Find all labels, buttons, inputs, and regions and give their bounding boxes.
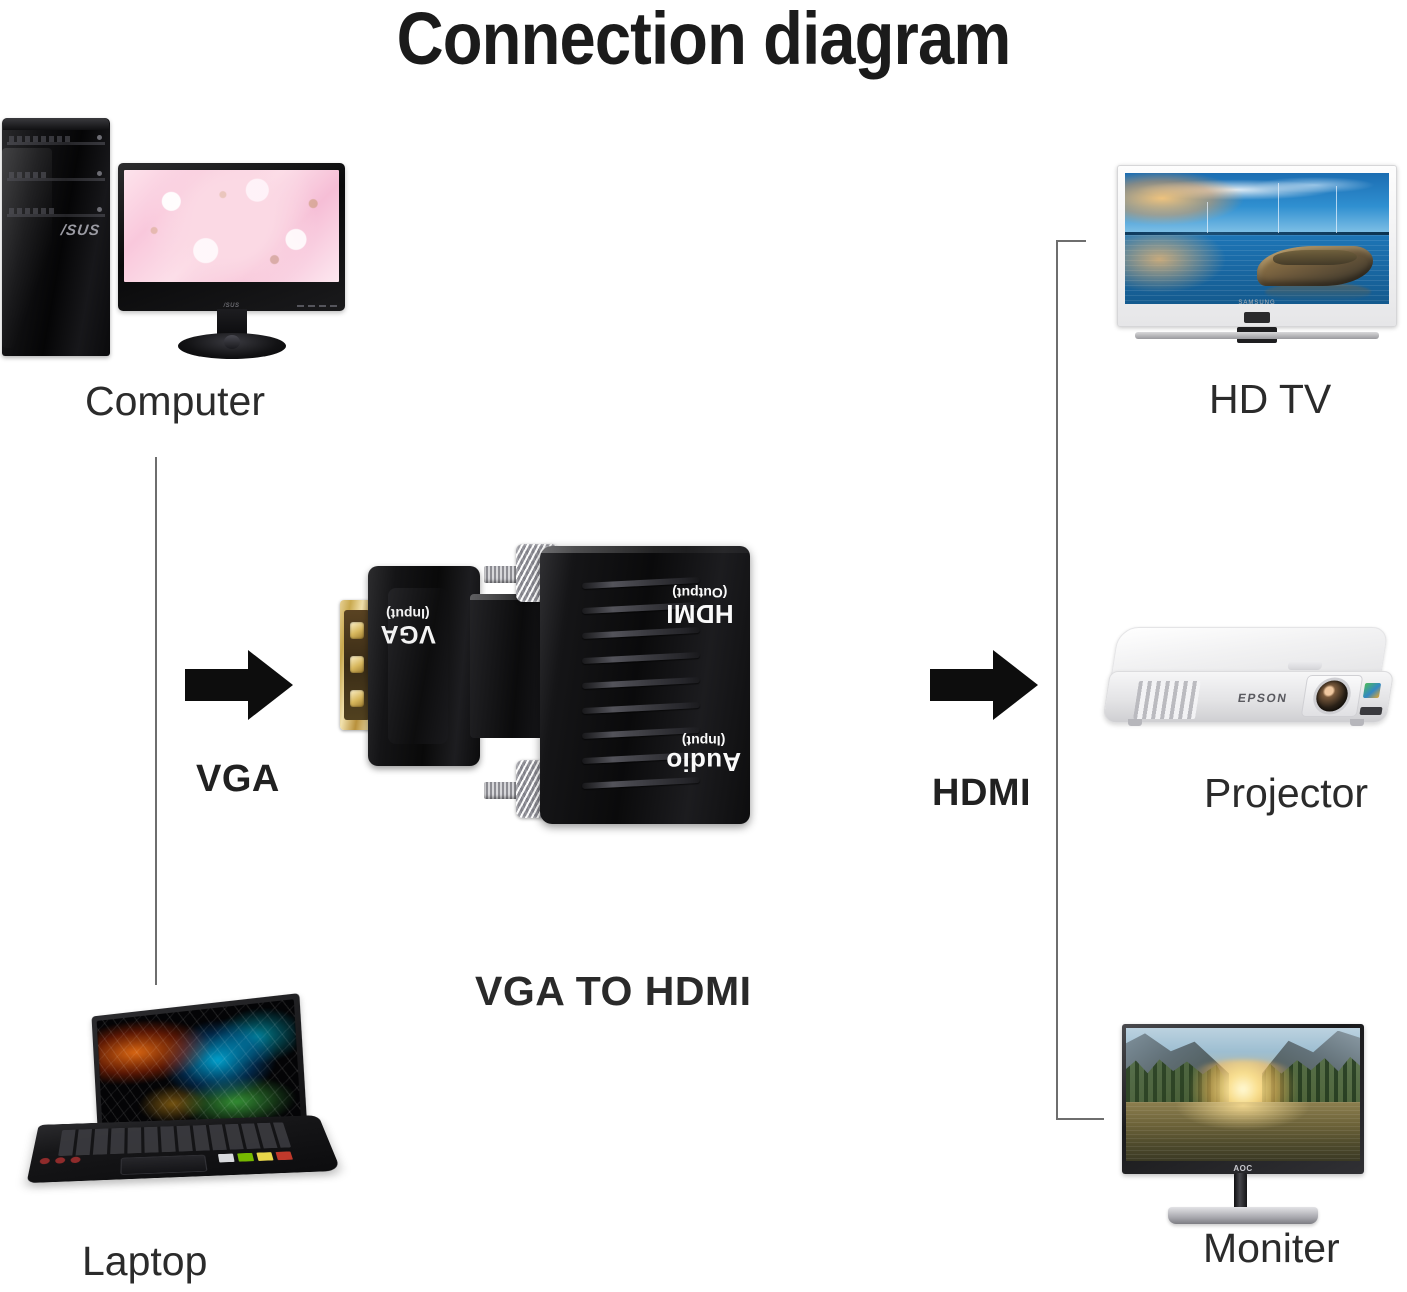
page-title: Connection diagram (396, 0, 1012, 80)
monitor-screen-wallpaper (124, 170, 339, 282)
input-connector-line (155, 457, 157, 985)
arrow-right-icon-vga (185, 650, 293, 720)
projector-label: Projector (1204, 770, 1369, 816)
signal-label-vga: VGA (196, 758, 280, 800)
adapter-caption: VGA TO HDMI (475, 968, 752, 1014)
projector-lens-icon (1300, 675, 1364, 717)
aoc-logo: AOC (1233, 1164, 1253, 1173)
device-hd-tv: SAMSUNG (1117, 165, 1397, 360)
tower-highlight (2, 148, 52, 348)
epson-logo: EPSON (1236, 691, 1289, 705)
projector-vent (1132, 681, 1202, 719)
adapter-vga-housing-inset (388, 588, 448, 744)
adapter-neck (470, 594, 548, 738)
hd-tv-label: HD TV (1209, 376, 1332, 422)
adapter-port-label-hdmi: HDMI (Output) (666, 585, 734, 629)
desktop-tower-icon: /SUS (2, 118, 110, 356)
asus-logo: /SUS (59, 222, 102, 239)
vga-to-hdmi-adapter: VGA (Input) HDMI (Output) Audio (Input) (336, 538, 894, 828)
laptop-touchpad (120, 1154, 208, 1175)
aoc-screen-wallpaper (1126, 1028, 1360, 1161)
laptop-screen-wallpaper (96, 999, 301, 1131)
tv-screen-wallpaper (1125, 173, 1389, 304)
device-computer: /SUS /SUS (0, 118, 345, 363)
device-laptop (26, 993, 342, 1216)
device-projector: EPSON (1098, 621, 1398, 756)
output-connector-line (1056, 240, 1058, 1120)
adapter-port-label-vga: VGA (Input) (380, 605, 436, 648)
arrow-right-icon-hdmi (930, 650, 1038, 720)
laptop-keyboard (58, 1122, 292, 1157)
device-monitor: AOC (1122, 1024, 1397, 1234)
signal-label-hdmi: HDMI (932, 772, 1032, 814)
output-connector-arm-top (1056, 240, 1086, 242)
output-connector-arm-bottom (1056, 1118, 1104, 1120)
desktop-monitor-icon: /SUS (118, 163, 345, 363)
computer-label: Computer (85, 378, 266, 424)
monitor-label: Moniter (1203, 1225, 1340, 1271)
laptop-label: Laptop (82, 1238, 208, 1284)
adapter-hdmi-highlight (540, 546, 750, 553)
laptop-base-icon (26, 1115, 342, 1184)
adapter-neck-highlight (470, 594, 548, 600)
laptop-lid-icon (91, 993, 308, 1136)
adapter-port-label-audio: Audio (Input) (666, 733, 742, 777)
